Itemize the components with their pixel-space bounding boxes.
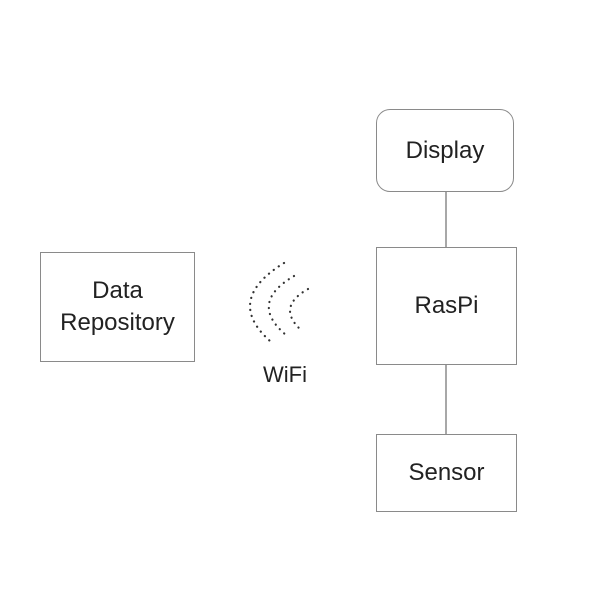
display-node: Display [376,109,514,192]
sensor-node: Sensor [376,434,517,512]
wifi-arc-outer [248,261,286,343]
raspi-label: RasPi [414,292,479,319]
data-repository-node: Data Repository [40,252,195,362]
sensor-label: Sensor [408,459,485,486]
wifi-signal-icon [248,261,310,343]
display-label: Display [405,136,485,164]
data-repository-label-line2: Repository [60,309,175,336]
wifi-arc-inner [289,287,310,332]
raspi-node: RasPi [376,247,517,365]
wifi-arc-middle [267,274,296,337]
wifi-label: WiFi [263,362,307,387]
data-repository-label-line1: Data [92,277,143,304]
